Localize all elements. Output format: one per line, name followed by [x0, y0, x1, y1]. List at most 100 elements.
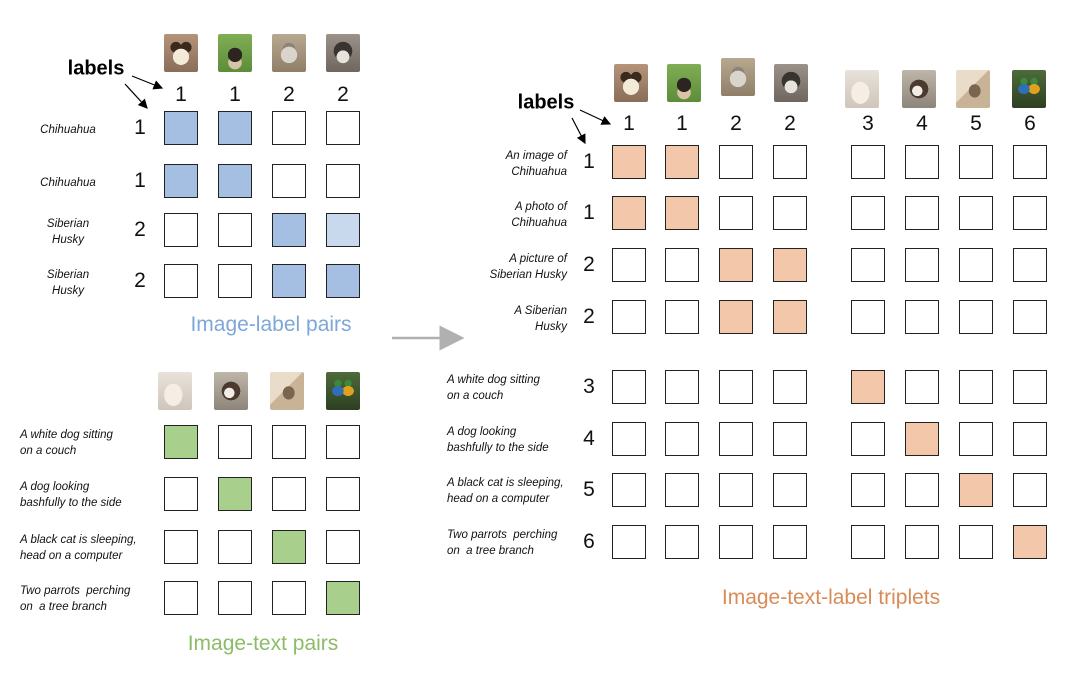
matrix-cell [851, 248, 885, 282]
row-text: A black cat is sleeping, head on a compu… [20, 534, 137, 562]
row-text: A Siberian Husky [514, 305, 567, 333]
matrix-cell [1013, 422, 1047, 456]
thumbnail-black-cat [956, 70, 990, 108]
matrix-cell [959, 300, 993, 334]
matrix-cell [959, 422, 993, 456]
matrix-cell [272, 164, 306, 198]
matrix-cell [612, 196, 646, 230]
row-text: A black cat is sleeping, head on a compu… [447, 477, 564, 505]
labels-arrow-to-rows [124, 83, 148, 109]
thumbnail-parrots [1012, 70, 1046, 108]
matrix-cell [272, 425, 306, 459]
matrix-cell [218, 477, 252, 511]
matrix-cell [164, 264, 198, 298]
matrix-cell [326, 581, 360, 615]
matrix-cell [218, 111, 252, 145]
matrix-cell [851, 525, 885, 559]
matrix-cell [1013, 248, 1047, 282]
thumbnail-chihuahua-2 [667, 64, 701, 102]
matrix-cell [1013, 473, 1047, 507]
matrix-cell [773, 300, 807, 334]
thumbnail-chihuahua-1 [164, 34, 198, 72]
matrix-cell [164, 530, 198, 564]
matrix-cell [851, 422, 885, 456]
thumbnail-black-cat [270, 372, 304, 410]
matrix-cell [905, 525, 939, 559]
matrix-cell [218, 264, 252, 298]
row-text: Siberian Husky [46, 269, 90, 297]
triplet-labels-annotation: labels [517, 91, 575, 114]
triplet-labels-arrow-to-rows [571, 117, 586, 145]
matrix-cell [665, 525, 699, 559]
column-label: 2 [283, 83, 295, 106]
matrix-cell [218, 581, 252, 615]
row-text: A white dog sitting on a couch [20, 429, 113, 457]
column-label: 3 [862, 112, 874, 135]
matrix-cell [326, 477, 360, 511]
matrix-cell [1013, 300, 1047, 334]
matrix-cell [959, 473, 993, 507]
column-label: 2 [337, 83, 349, 106]
matrix-cell [959, 145, 993, 179]
column-label: 1 [175, 83, 187, 106]
thumbnail-husky-2 [326, 34, 360, 72]
row-label: 4 [583, 427, 595, 450]
matrix-cell [612, 473, 646, 507]
row-label: 2 [134, 218, 146, 241]
matrix-cell [612, 525, 646, 559]
matrix-cell [272, 530, 306, 564]
labels-arrow-to-cols [131, 75, 164, 90]
matrix-cell [851, 473, 885, 507]
matrix-cell [218, 213, 252, 247]
matrix-cell [905, 196, 939, 230]
column-label: 6 [1024, 112, 1036, 135]
row-label: 1 [134, 116, 146, 139]
matrix-cell [1013, 196, 1047, 230]
row-text: Two parrots perching on a tree branch [447, 529, 558, 557]
matrix-cell [612, 370, 646, 404]
thumbnail-dog-side [214, 372, 248, 410]
matrix-cell [665, 422, 699, 456]
matrix-cell [719, 422, 753, 456]
row-label: 3 [583, 375, 595, 398]
row-text: Two parrots perching on a tree branch [20, 585, 131, 613]
matrix-cell [851, 196, 885, 230]
matrix-cell [719, 473, 753, 507]
row-label: 2 [583, 253, 595, 276]
thumbnail-white-dog [845, 70, 879, 108]
matrix-cell [719, 370, 753, 404]
row-text: Chihuahua [40, 177, 96, 189]
matrix-cell [851, 300, 885, 334]
matrix-cell [326, 213, 360, 247]
matrix-cell [851, 145, 885, 179]
matrix-cell [905, 248, 939, 282]
thumbnail-husky-2 [774, 64, 808, 102]
row-label: 2 [583, 305, 595, 328]
matrix-cell [959, 196, 993, 230]
matrix-cell [164, 164, 198, 198]
column-label: 1 [623, 112, 635, 135]
matrix-cell [719, 300, 753, 334]
matrix-cell [326, 111, 360, 145]
matrix-cell [905, 145, 939, 179]
column-label: 1 [229, 83, 241, 106]
matrix-cell [612, 300, 646, 334]
column-label: 4 [916, 112, 928, 135]
row-text: A dog looking bashfully to the side [447, 426, 549, 454]
matrix-cell [164, 111, 198, 145]
thumbnail-parrots [326, 372, 360, 410]
row-text: A picture of Siberian Husky [489, 253, 567, 281]
matrix-cell [773, 525, 807, 559]
thumbnail-husky-1 [721, 58, 755, 96]
matrix-cell [665, 300, 699, 334]
matrix-cell [164, 477, 198, 511]
row-label: 1 [134, 169, 146, 192]
thumbnail-chihuahua-1 [614, 64, 648, 102]
matrix-cell [773, 422, 807, 456]
labels-annotation: labels [67, 57, 125, 80]
row-label: 1 [583, 150, 595, 173]
row-label: 5 [583, 478, 595, 501]
matrix-cell [218, 164, 252, 198]
matrix-cell [719, 196, 753, 230]
matrix-cell [959, 525, 993, 559]
